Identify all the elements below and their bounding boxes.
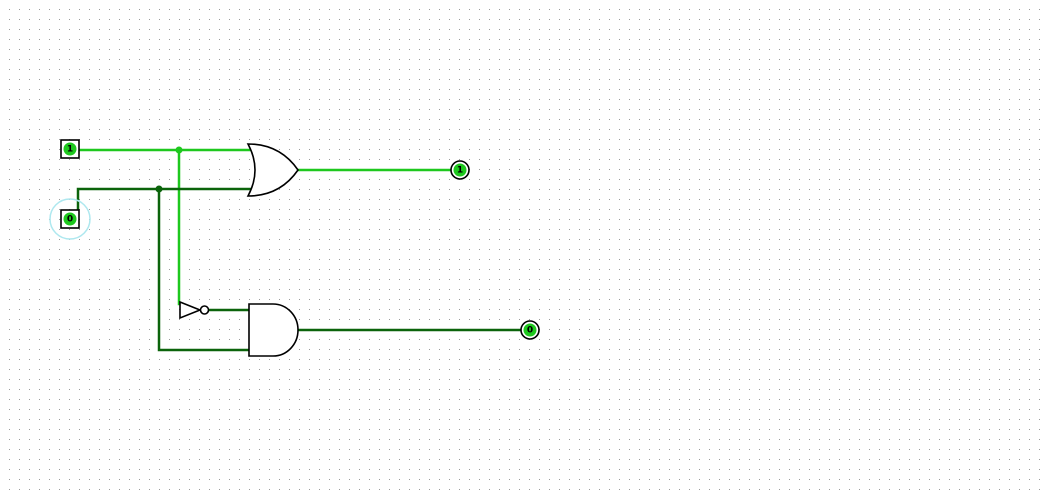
input-pin-a-value: 1 — [67, 145, 73, 155]
output-pin-y2-indicator — [523, 323, 537, 337]
input-pin-b-value: 0 — [67, 215, 73, 225]
output-pin-y1-indicator — [453, 163, 467, 177]
output-pin-y1[interactable]: 1 — [450, 160, 470, 180]
output-pin-y1-value: 1 — [457, 166, 463, 176]
selection-highlight — [49, 198, 91, 240]
output-pin-y2[interactable]: 0 — [520, 320, 540, 340]
and-gate[interactable] — [248, 303, 299, 357]
junction-dot-a — [175, 146, 183, 154]
not-gate-bubble — [199, 305, 210, 315]
or-gate[interactable] — [246, 143, 299, 197]
junction-dot-b — [155, 185, 163, 193]
output-pin-y2-value: 0 — [527, 326, 533, 336]
not-gate[interactable] — [179, 300, 210, 320]
input-pin-a[interactable]: 1 — [60, 139, 80, 159]
not-gate-triangle — [179, 300, 203, 320]
input-pin-a-indicator — [63, 142, 77, 156]
input-pin-b-indicator — [63, 212, 77, 226]
and-gate-body — [248, 303, 299, 357]
input-pin-b[interactable]: 0 — [49, 198, 91, 240]
or-gate-body — [246, 143, 299, 197]
wire-b-to-or[interactable] — [76, 187, 258, 216]
wires — [72, 148, 525, 352]
wire-b-to-and[interactable] — [157, 187, 252, 352]
